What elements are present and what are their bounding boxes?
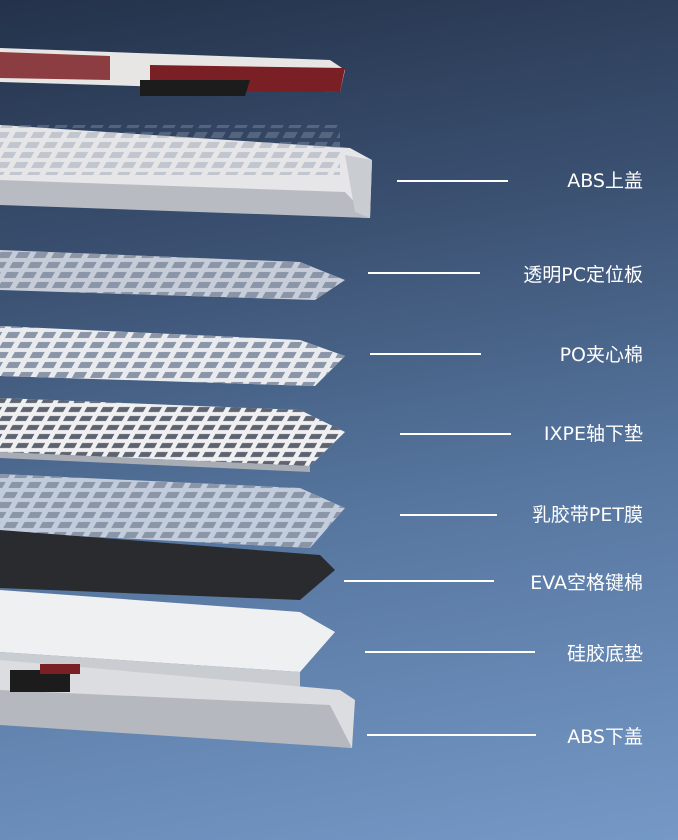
label-pc-plate: 透明PC定位板 — [523, 264, 643, 286]
po-sandwich-foam — [0, 326, 345, 386]
label-pet-film: 乳胶带PET膜 — [531, 504, 643, 526]
leader-line — [397, 180, 508, 182]
leader-line — [367, 734, 536, 736]
ixpe-switch-pad — [0, 398, 345, 472]
leader-line — [365, 651, 535, 653]
label-ixpe-pad: IXPE轴下垫 — [543, 423, 643, 445]
label-po-foam: PO夹心棉 — [559, 344, 643, 366]
label-eva-foam: EVA空格键棉 — [530, 572, 643, 594]
label-abs-top-case: ABS上盖 — [567, 170, 643, 192]
leader-line — [400, 514, 497, 516]
latex-pet-film — [0, 474, 345, 548]
abs-bottom-case — [0, 660, 355, 748]
leader-line — [344, 580, 494, 582]
abs-top-case — [0, 125, 372, 218]
label-silicone-pad: 硅胶底垫 — [566, 643, 643, 665]
leader-line — [400, 433, 511, 435]
pc-positioning-plate — [0, 250, 345, 300]
leader-line — [370, 353, 481, 355]
leader-line — [368, 272, 480, 274]
silicone-bottom-pad — [0, 590, 335, 688]
label-abs-bottom-case: ABS下盖 — [567, 726, 643, 748]
keycaps — [0, 48, 345, 96]
eva-spacebar-foam — [0, 530, 335, 600]
